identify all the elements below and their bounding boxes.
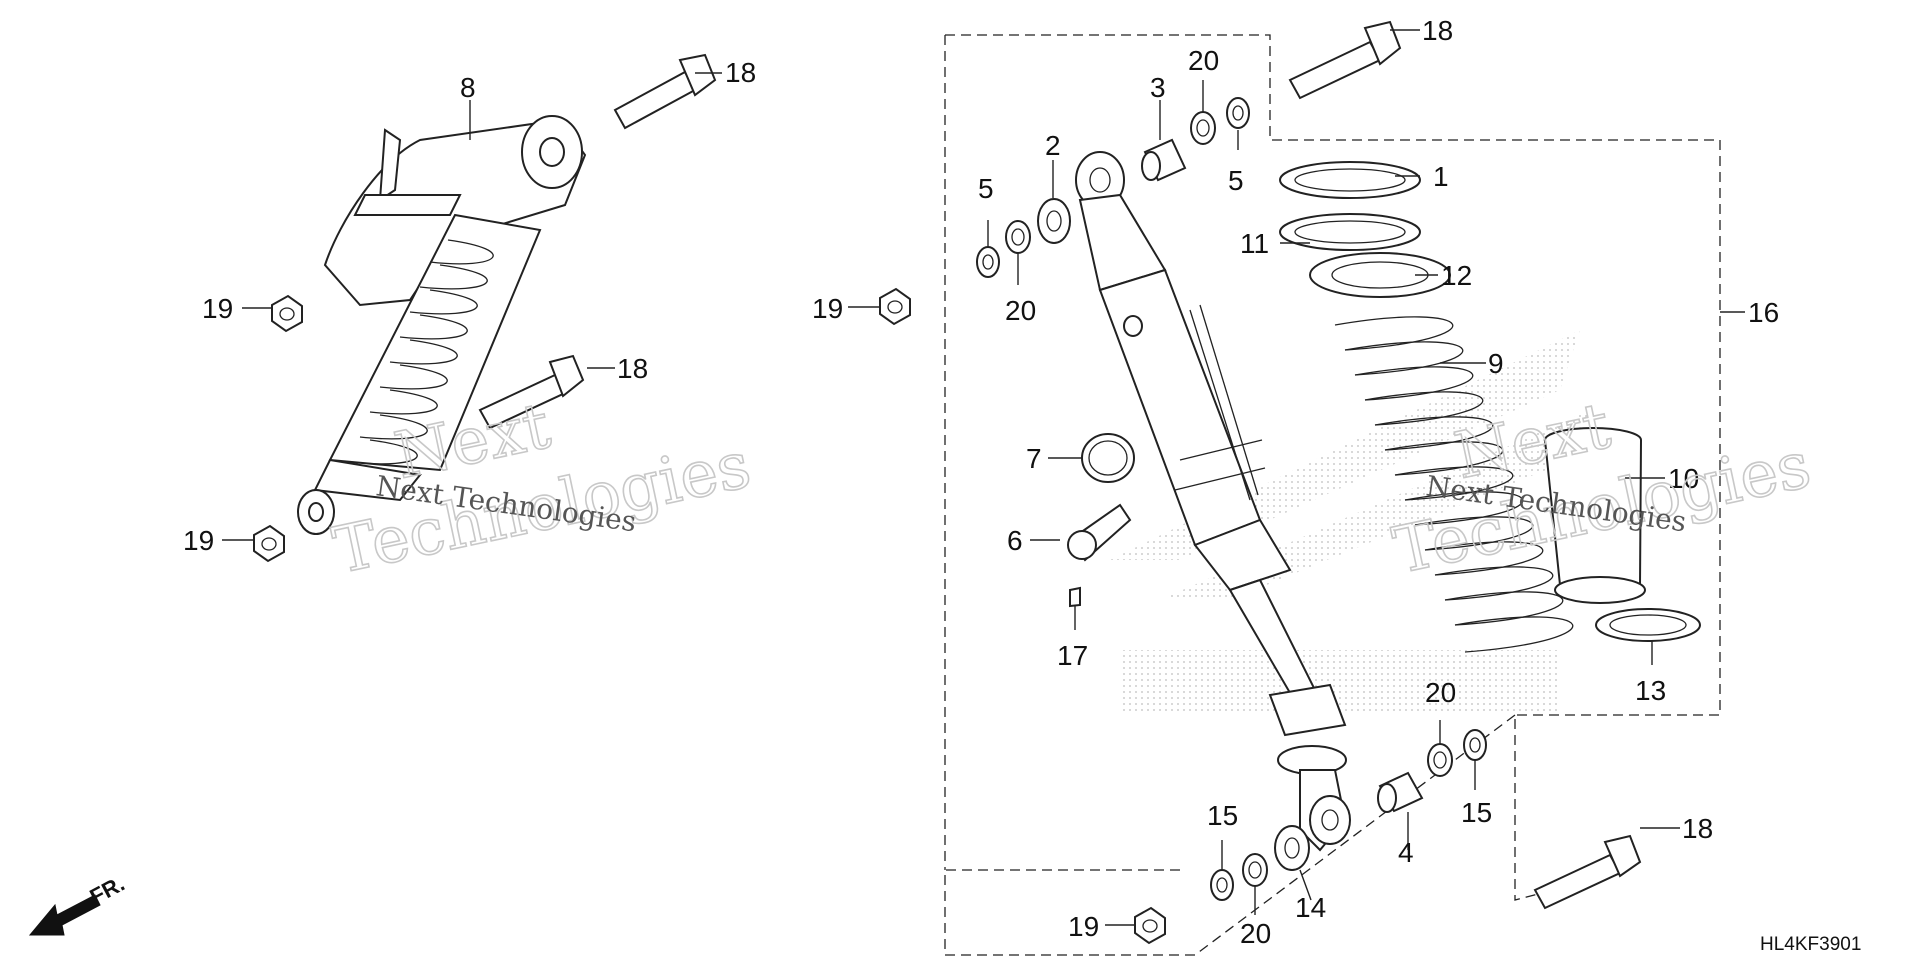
o-ring-7 [1081, 433, 1135, 483]
bolt-18-left-top [613, 53, 717, 130]
callout-20-lower-left: 20 [1240, 918, 1271, 949]
nut-19-right-top [879, 287, 911, 326]
damper-body [1075, 151, 1351, 852]
nut-19-left-top [271, 294, 303, 333]
washer-5-top-right [1226, 97, 1250, 129]
bearing-14 [1274, 825, 1310, 871]
seal-20-top [1190, 111, 1216, 145]
callout-18-right-bottom: 18 [1682, 813, 1713, 844]
callout-4: 4 [1398, 837, 1414, 868]
nut-19-left-bottom [253, 524, 285, 563]
spring-cup-10 [1544, 427, 1646, 604]
washer-15-lower-left [1210, 869, 1234, 901]
spring-9 [1334, 316, 1574, 653]
callout-19-right-bottom: 19 [1068, 911, 1099, 942]
washer-5-left [976, 246, 1000, 278]
callout-9: 9 [1488, 348, 1504, 379]
callout-13: 13 [1635, 675, 1666, 706]
callout-1: 1 [1433, 161, 1449, 192]
front-direction-arrow: FR. [28, 871, 129, 936]
callout-16: 16 [1748, 297, 1779, 328]
callout-19-left-bottom: 19 [183, 525, 214, 556]
stopper-13 [1595, 608, 1701, 642]
screw-17 [1069, 586, 1081, 608]
callout-3: 3 [1150, 72, 1166, 103]
callout-14: 14 [1295, 892, 1326, 923]
callout-18-left-top: 18 [725, 57, 756, 88]
callout-15-lower-right: 15 [1461, 797, 1492, 828]
callout-labels: 18 8 18 19 19 18 3 20 5 2 5 20 19 1 11 1… [183, 15, 1779, 949]
callout-5-left: 5 [978, 173, 994, 204]
callout-20-lower-right: 20 [1425, 677, 1456, 708]
collar-4 [1377, 771, 1424, 813]
drawing-code: HL4KF3901 [1760, 934, 1861, 955]
seal-20-left [1005, 220, 1031, 254]
seal-20-lower-right [1427, 743, 1453, 777]
callout-7: 7 [1026, 443, 1042, 474]
bolt-18-right-top [1288, 20, 1402, 100]
assembly-boundary-16 [944, 34, 1721, 956]
washer-15-lower-right [1463, 729, 1487, 761]
leader-lines [222, 29, 1745, 926]
callout-18-right-top: 18 [1422, 15, 1453, 46]
bolt-18-right-bottom [1533, 834, 1642, 910]
callout-6: 6 [1007, 525, 1023, 556]
callout-20-left: 20 [1005, 295, 1036, 326]
shock-assembly-left [297, 115, 587, 535]
callout-15-lower-left: 15 [1207, 800, 1238, 831]
callout-18-left-mid: 18 [617, 353, 648, 384]
callout-20-top: 20 [1188, 45, 1219, 76]
bolt-18-left-mid [478, 354, 585, 430]
callout-19-right-top: 19 [812, 293, 843, 324]
nut-19-right-bottom [1134, 906, 1166, 945]
bearing-2 [1037, 198, 1071, 244]
collar-3 [1141, 138, 1187, 182]
seal-20-lower-left [1242, 853, 1268, 887]
callout-11: 11 [1240, 228, 1269, 259]
lock-nut-11 [1279, 213, 1421, 251]
callout-19-left-top: 19 [202, 293, 233, 324]
adjuster-6 [1067, 503, 1132, 562]
callout-5-top-right: 5 [1228, 165, 1244, 196]
callout-10: 10 [1668, 463, 1699, 494]
spring-seat-1 [1279, 161, 1421, 199]
callout-8: 8 [460, 72, 476, 103]
callout-12: 12 [1441, 260, 1472, 291]
callout-2: 2 [1045, 130, 1061, 161]
callout-17: 17 [1057, 640, 1088, 671]
